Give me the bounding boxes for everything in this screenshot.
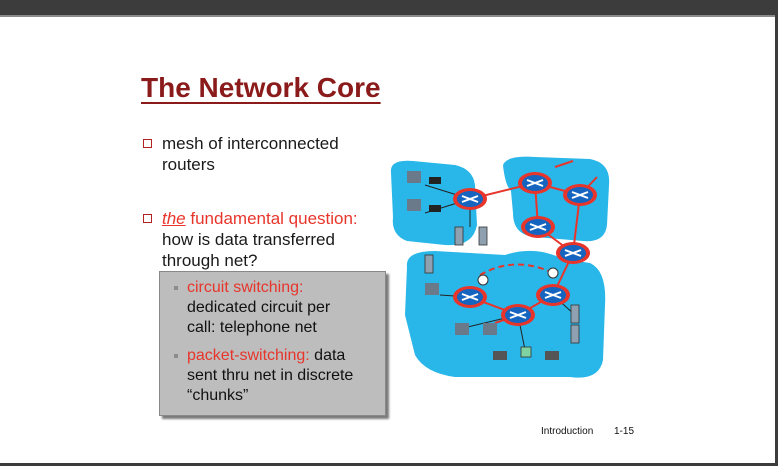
access-point-icon: [520, 346, 532, 358]
phone-icon: [429, 177, 441, 212]
router-4-icon: [521, 216, 555, 238]
server-icon: [424, 226, 580, 344]
bullet-mesh-text: mesh of interconnected routers: [162, 134, 339, 174]
router-8-icon: [501, 304, 535, 326]
packet-switching-line1: packet-switching: data: [187, 346, 382, 366]
bullet-question-line1: the fundamental question:: [162, 208, 383, 229]
router-5-icon: [556, 242, 590, 264]
footer-page-number: 1-15: [614, 426, 635, 437]
slide-title: The Network Core: [141, 72, 381, 103]
subbullet-box: circuit switching: dedicated circuit per…: [159, 271, 386, 416]
network-core-diagram: [390, 156, 610, 378]
router-2-icon: [518, 172, 552, 194]
router-3-icon: [563, 184, 597, 206]
satellite-dish-icon: [477, 274, 489, 286]
question-red-text: fundamental question:: [185, 209, 358, 228]
satellite-dish-icon: [547, 267, 559, 279]
bullet-question-line2: how is data transferred: [162, 230, 335, 249]
square-bullet-icon: [143, 139, 152, 148]
laptop-icon: [493, 351, 559, 360]
bullet-fundamental-question: the fundamental question: how is data tr…: [143, 208, 383, 271]
packet-switching-line1-rest: data: [309, 347, 346, 364]
router-6-icon: [536, 284, 570, 306]
subbullet-circuit-switching: circuit switching: dedicated circuit per…: [174, 278, 374, 338]
window-top-bar: [0, 0, 778, 15]
packet-switching-line2: sent thru net in discrete: [187, 367, 354, 384]
router-7-icon: [453, 286, 487, 308]
router-1-icon: [453, 188, 487, 210]
packet-switching-line3: “chunks”: [187, 387, 249, 404]
circuit-switching-label: circuit switching:: [187, 279, 304, 296]
pc-icon: [407, 171, 497, 335]
subbullet-dot-icon: [174, 354, 178, 358]
window-bottom-border: [0, 463, 778, 466]
bullet-mesh: mesh of interconnected routers: [143, 133, 383, 175]
window-top-divider: [0, 15, 778, 17]
emph-the: the: [162, 209, 186, 228]
window-right-border: [775, 15, 778, 466]
subbullet-dot-icon: [174, 286, 178, 290]
circuit-switching-line2: dedicated circuit per: [187, 299, 331, 316]
subbullet-packet-switching: packet-switching: data sent thru net in …: [174, 346, 382, 406]
footer-section: Introduction: [541, 426, 594, 437]
bullet-question-line3: through net?: [162, 251, 258, 270]
circuit-switching-line3: call: telephone net: [187, 319, 317, 336]
packet-switching-label: packet-switching:: [187, 347, 310, 364]
square-bullet-icon: [143, 214, 152, 223]
